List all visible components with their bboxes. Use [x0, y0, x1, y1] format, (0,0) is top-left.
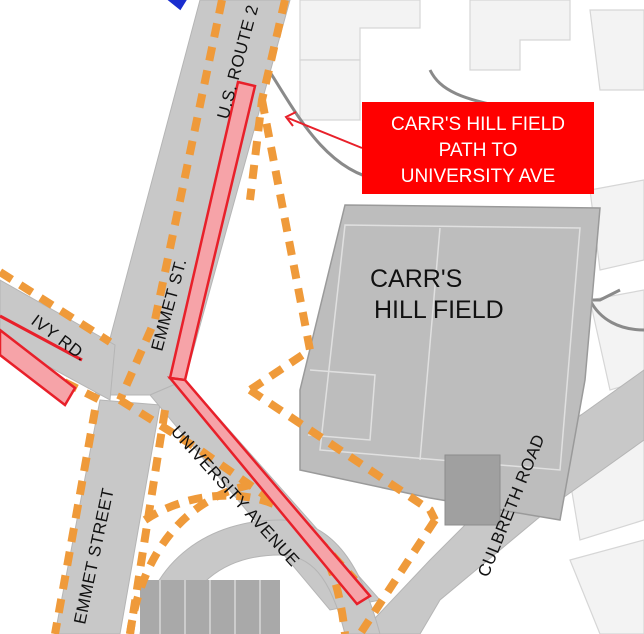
ivy-rd-red-line: [0, 314, 83, 362]
carrs-hill-field: [299, 204, 601, 521]
field-label-line1: CARR'S: [370, 265, 462, 293]
blue-road-segment: [167, 0, 187, 11]
field-label-line2: HILL FIELD: [374, 296, 504, 324]
field-structure: [444, 454, 501, 526]
university-ave-closure: [167, 376, 372, 606]
arrow-icon: [284, 111, 363, 149]
callout-box: [362, 102, 594, 194]
callout-line2: PATH TO: [439, 140, 518, 161]
callout-line1: CARR'S HILL FIELD: [391, 114, 565, 135]
parking-lines: [159, 580, 261, 634]
ivy-rd-closure: [0, 328, 77, 407]
closure-zones: [0, 80, 372, 606]
callout-line3: UNIVERSITY AVE: [401, 166, 556, 187]
field-markings: [307, 224, 581, 471]
